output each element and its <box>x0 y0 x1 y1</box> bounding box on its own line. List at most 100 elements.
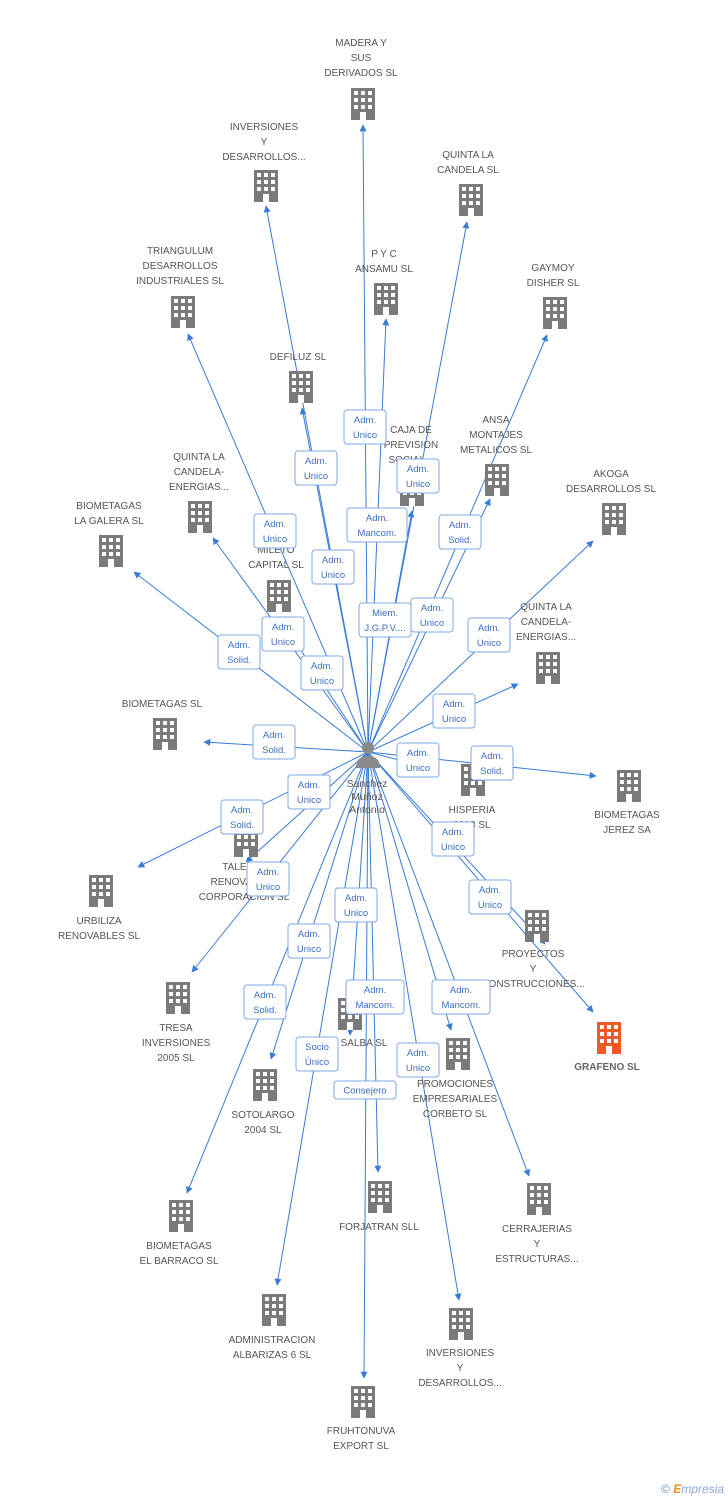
role-badge[interactable]: Adm.Unico <box>261 616 305 652</box>
building-icon <box>368 1181 392 1213</box>
company-node-cerrajerias[interactable]: CERRAJERIASYESTRUCTURAS... <box>495 1183 579 1265</box>
company-node-inversiones2[interactable]: INVERSIONESYDESARROLLOS... <box>418 1308 502 1389</box>
role-label: Adm. <box>231 805 253 816</box>
role-badge[interactable]: Adm.Solid. <box>470 745 514 781</box>
role-badge[interactable]: Adm.Unico <box>334 887 378 923</box>
role-badge[interactable]: Adm.Unico <box>410 597 454 633</box>
role-badge[interactable]: Adm.Solid. <box>217 634 261 670</box>
company-label: PREVISION <box>384 440 438 451</box>
company-node-forjatran[interactable]: FORJATRAN SLL <box>339 1181 419 1233</box>
role-badge[interactable]: Adm.Unico <box>294 450 338 486</box>
role-label: Unico <box>406 479 430 490</box>
role-badge[interactable]: Adm.Unico <box>287 923 331 959</box>
role-badge[interactable]: Adm.Unico <box>246 861 290 897</box>
building-icon <box>449 1308 473 1340</box>
company-node-defiluz[interactable]: DEFILUZ SL <box>270 352 327 403</box>
company-node-inversiones1[interactable]: INVERSIONESYDESARROLLOS... <box>222 122 306 202</box>
role-badge[interactable]: Adm.Mancom. <box>431 979 491 1015</box>
company-label: EL BARRACO SL <box>139 1256 219 1267</box>
role-badge[interactable]: Adm.Solid. <box>252 724 296 760</box>
building-icon <box>351 1386 375 1418</box>
company-node-quinta3[interactable]: QUINTA LACANDELA-ENERGIAS... <box>516 602 576 684</box>
building-icon <box>446 1038 470 1070</box>
role-badge[interactable]: Adm.Unico <box>396 458 440 494</box>
company-label: ESTRUCTURAS... <box>495 1254 578 1265</box>
company-node-grafeno[interactable]: GRAFENO SL <box>574 1022 640 1073</box>
role-label: Unico <box>256 882 280 893</box>
role-badge[interactable]: Consejero <box>333 1080 397 1100</box>
company-label: URBILIZA <box>76 916 121 927</box>
role-badge[interactable]: Adm.Unico <box>287 774 331 810</box>
company-label: DISHER SL <box>527 278 580 289</box>
company-label: BIOMETAGAS <box>76 501 142 512</box>
role-badge[interactable]: Adm.Unico <box>431 821 475 857</box>
company-node-salba[interactable]: SALBA SL <box>338 998 388 1049</box>
company-label: INVERSIONES <box>426 1348 495 1359</box>
company-node-barraco[interactable]: BIOMETAGAS EL BARRACO SL <box>139 1200 219 1267</box>
company-label: ENERGIAS... <box>516 632 576 643</box>
role-label: Adm. <box>366 513 388 524</box>
company-label: BIOMETAGAS <box>146 1241 212 1252</box>
building-icon <box>536 652 560 684</box>
edge-inversiones2 <box>367 751 462 1301</box>
building-icon <box>166 982 190 1014</box>
company-node-quinta2[interactable]: QUINTA LACANDELA-ENERGIAS... <box>169 452 229 533</box>
company-label: ANSAMU SL <box>355 264 413 275</box>
role-badge[interactable]: Adm.Unico <box>311 549 355 585</box>
company-label: DESARROLLOS... <box>222 152 305 163</box>
role-badge[interactable]: Adm.Mancom. <box>346 507 408 543</box>
role-badge[interactable]: Adm.Unico <box>253 513 297 549</box>
role-label: Adm. <box>264 519 286 530</box>
role-badge[interactable]: Adm.Unico <box>300 655 344 691</box>
role-badge[interactable]: Adm.Solid. <box>220 799 264 835</box>
company-label: DESARROLLOS SL <box>566 484 656 495</box>
role-label: Solid. <box>227 655 251 666</box>
company-label: CANDELA- <box>174 467 225 478</box>
role-badge[interactable]: Adm.Unico <box>343 409 387 445</box>
person-icon <box>356 756 380 768</box>
role-badge[interactable]: Adm.Unico <box>396 742 440 778</box>
company-label: EMPRESARIALES <box>413 1094 498 1105</box>
role-label: Unico <box>344 908 368 919</box>
role-label: Adm. <box>478 623 500 634</box>
role-badge[interactable]: Adm.Unico <box>396 1042 440 1078</box>
company-node-proyectos[interactable]: PROYECTOSYCONSTRUCCIONES... <box>481 910 585 990</box>
role-badge[interactable]: Adm.Unico <box>468 879 512 915</box>
role-label: Adm. <box>254 990 276 1001</box>
role-badge[interactable]: Adm.Unico <box>432 693 476 729</box>
role-badge[interactable]: Adm.Solid. <box>438 514 482 550</box>
company-node-biometagas[interactable]: BIOMETAGAS SL <box>122 699 203 750</box>
company-label: DEFILUZ SL <box>270 352 327 363</box>
person-name: Sanchez <box>347 778 388 790</box>
role-label: Adm. <box>364 985 386 996</box>
company-label: SUS <box>351 53 372 64</box>
building-icon <box>188 501 212 533</box>
role-badge[interactable]: Adm.Mancom. <box>345 979 405 1015</box>
role-label: Adm. <box>354 415 376 426</box>
role-badge[interactable]: Adm.Unico <box>467 617 511 653</box>
role-badge[interactable]: Miem.J.G.P.V.... <box>358 602 412 638</box>
company-label: GRAFENO SL <box>574 1062 640 1073</box>
role-badge[interactable]: Adm.Solid. <box>243 984 287 1020</box>
company-label: HISPERIA <box>449 805 496 816</box>
brand-name: mpresia <box>681 1482 724 1496</box>
